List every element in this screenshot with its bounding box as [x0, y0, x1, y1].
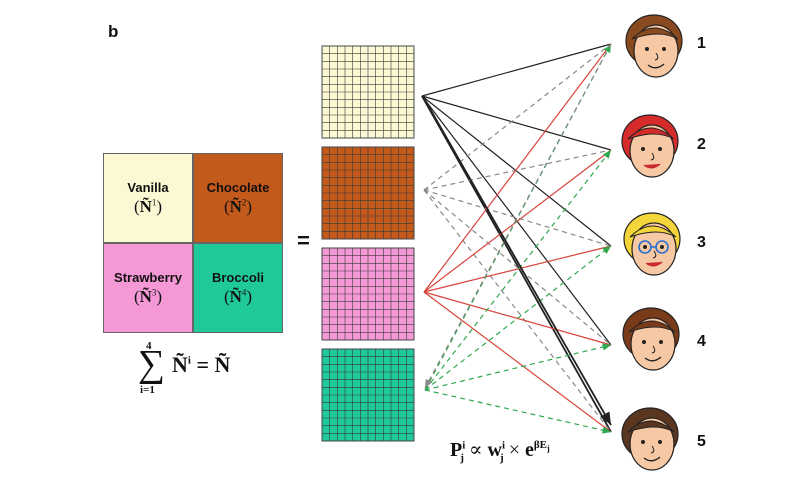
sum-lower-limit: i=1 — [140, 384, 155, 396]
flavor-symbol: (Ñ1) — [133, 196, 163, 216]
flavor-strawberry-tile: Strawberry (Ñ3) — [103, 243, 193, 333]
flavor-label: Strawberry — [114, 269, 182, 285]
edge-chocolate — [423, 189, 612, 346]
edge-broccoli — [424, 149, 612, 391]
edge-strawberry — [423, 291, 612, 433]
flavor-chocolate-tile: Chocolate (Ñ2) — [193, 153, 283, 243]
agent-number-2: 2 — [697, 136, 706, 153]
agent-number-1: 1 — [697, 35, 706, 52]
agent-face-2-icon — [621, 114, 679, 178]
sigma-symbol: ∑ — [138, 343, 166, 385]
edge-vanilla — [424, 99, 612, 426]
preference-edges — [421, 43, 612, 434]
edge-vanilla — [421, 43, 612, 97]
edge-chocolate — [423, 189, 612, 247]
edge-chocolate — [423, 43, 612, 191]
agent-face-4-icon — [622, 307, 680, 371]
agent-number-4: 4 — [697, 333, 706, 350]
edge-vanilla — [421, 95, 612, 433]
edge-chocolate — [424, 43, 612, 389]
agent-face-3-icon — [623, 212, 681, 276]
flavor-symbol: (Ñ2) — [223, 196, 253, 216]
agent-number-5: 5 — [697, 433, 706, 450]
probability-formula: Pij ∝ wij × eβEj — [450, 439, 550, 464]
flavor-vanilla-tile: Vanilla (Ñ1) — [103, 153, 193, 243]
grid-chocolate — [321, 146, 415, 240]
grid-broccoli — [321, 348, 415, 442]
agent-face-5-icon — [621, 407, 679, 471]
edge-vanilla — [421, 95, 612, 151]
edge-vanilla — [421, 95, 612, 247]
edge-broccoli — [424, 343, 612, 391]
flavor-grids — [321, 45, 415, 442]
edge-broccoli — [424, 389, 612, 434]
sum-upper-limit: 4 — [146, 340, 152, 352]
sum-expression: Ñi = Ñ — [172, 352, 231, 377]
flavor-broccoli-tile: Broccoli (Ñ4) — [193, 243, 283, 333]
grid-strawberry — [321, 247, 415, 341]
agent-faces — [621, 14, 683, 471]
edge-chocolate — [423, 189, 612, 433]
edge-broccoli — [424, 245, 612, 391]
agent-number-3: 3 — [697, 234, 706, 251]
flavor-symbol: (Ñ3) — [133, 286, 163, 306]
edge-chocolate — [423, 149, 612, 191]
edge-strawberry — [423, 245, 612, 293]
flavor-label: Chocolate — [206, 179, 270, 195]
edge-strawberry — [423, 149, 612, 293]
panel-label: b — [108, 22, 119, 41]
flavor-label: Broccoli — [211, 269, 264, 285]
edge-strawberry — [423, 291, 612, 346]
flavor-symbol: (Ñ4) — [223, 286, 253, 306]
grid-vanilla — [321, 45, 415, 139]
flavor-label: Vanilla — [127, 179, 169, 195]
edge-strawberry — [423, 43, 612, 293]
agent-face-1-icon — [625, 14, 683, 78]
equals-sign: = — [297, 228, 310, 253]
